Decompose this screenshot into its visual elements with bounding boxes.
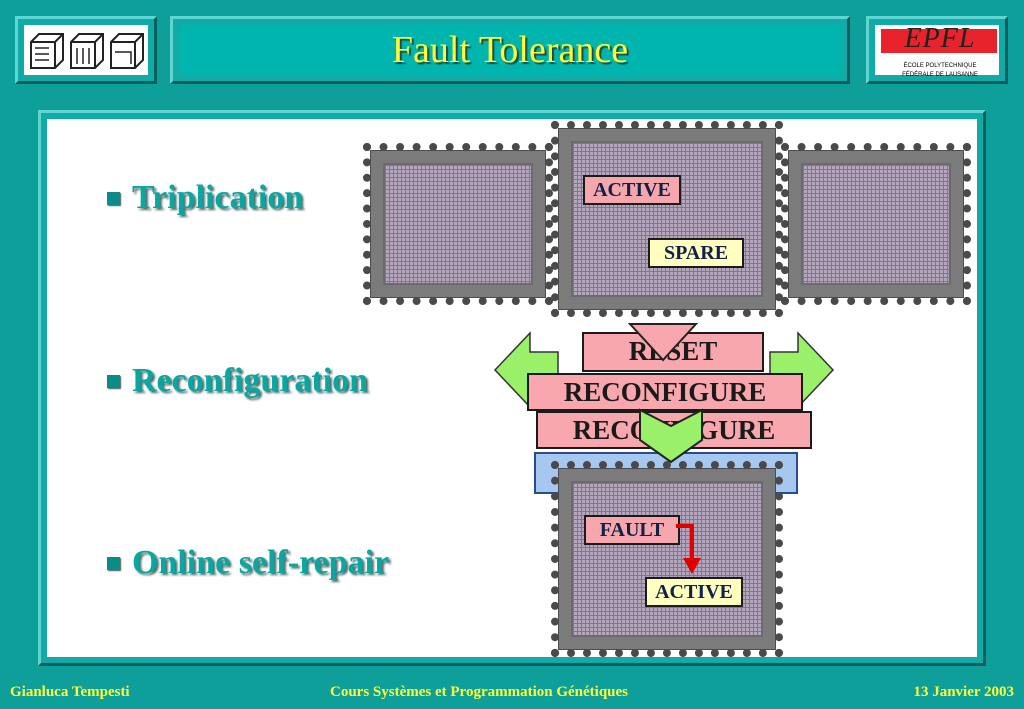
label-active-top: ACTIVE bbox=[583, 175, 681, 205]
footer-date: 13 Janvier 2003 bbox=[913, 684, 1014, 700]
epfl-logo-line1: ÉCOLE POLYTECHNIQUE bbox=[903, 63, 977, 69]
epfl-logo: EPFL ÉCOLE POLYTECHNIQUE FÉDÉRALE DE LAU… bbox=[875, 25, 999, 78]
epfl-logo-panel: EPFL ÉCOLE POLYTECHNIQUE FÉDÉRALE DE LAU… bbox=[866, 16, 1008, 84]
chip-bottom bbox=[551, 461, 783, 657]
bullet-triplication: Triplication bbox=[107, 179, 303, 217]
fault-arrow-icon bbox=[676, 524, 701, 574]
label-fault: FAULT bbox=[584, 515, 680, 545]
epfl-logo-line2: FÉDÉRALE DE LAUSANNE bbox=[902, 72, 978, 78]
label-spare: SPARE bbox=[648, 238, 744, 268]
epfl-logo-word: EPFL bbox=[904, 23, 976, 54]
page-title: Fault Tolerance bbox=[391, 29, 629, 71]
footer-course: Cours Systèmes et Programmation Génétiqu… bbox=[330, 684, 629, 700]
lab-logo-panel bbox=[15, 16, 157, 84]
chip-right bbox=[781, 143, 971, 305]
bullet-square-icon bbox=[107, 191, 120, 205]
reconfigure-box-1: RECONFIGURE bbox=[527, 373, 803, 411]
down-arrow-green-icon bbox=[639, 408, 703, 464]
cube-logo-icon bbox=[30, 33, 144, 69]
down-arrow-icon bbox=[628, 323, 698, 362]
bullet-square-icon bbox=[107, 556, 120, 570]
lab-logo bbox=[24, 25, 148, 75]
epfl-red-bar bbox=[881, 29, 997, 53]
chip-left bbox=[363, 143, 553, 305]
bullet-square-icon bbox=[107, 374, 120, 388]
label-active-bottom: ACTIVE bbox=[645, 577, 743, 607]
chip-center bbox=[551, 121, 783, 317]
bullet-reconfiguration: Reconfiguration bbox=[107, 362, 368, 400]
bullet-online-self-repair: Online self-repair bbox=[107, 544, 389, 582]
title-panel: Fault Tolerance bbox=[170, 16, 850, 84]
footer-author: Gianluca Tempesti bbox=[10, 684, 130, 700]
